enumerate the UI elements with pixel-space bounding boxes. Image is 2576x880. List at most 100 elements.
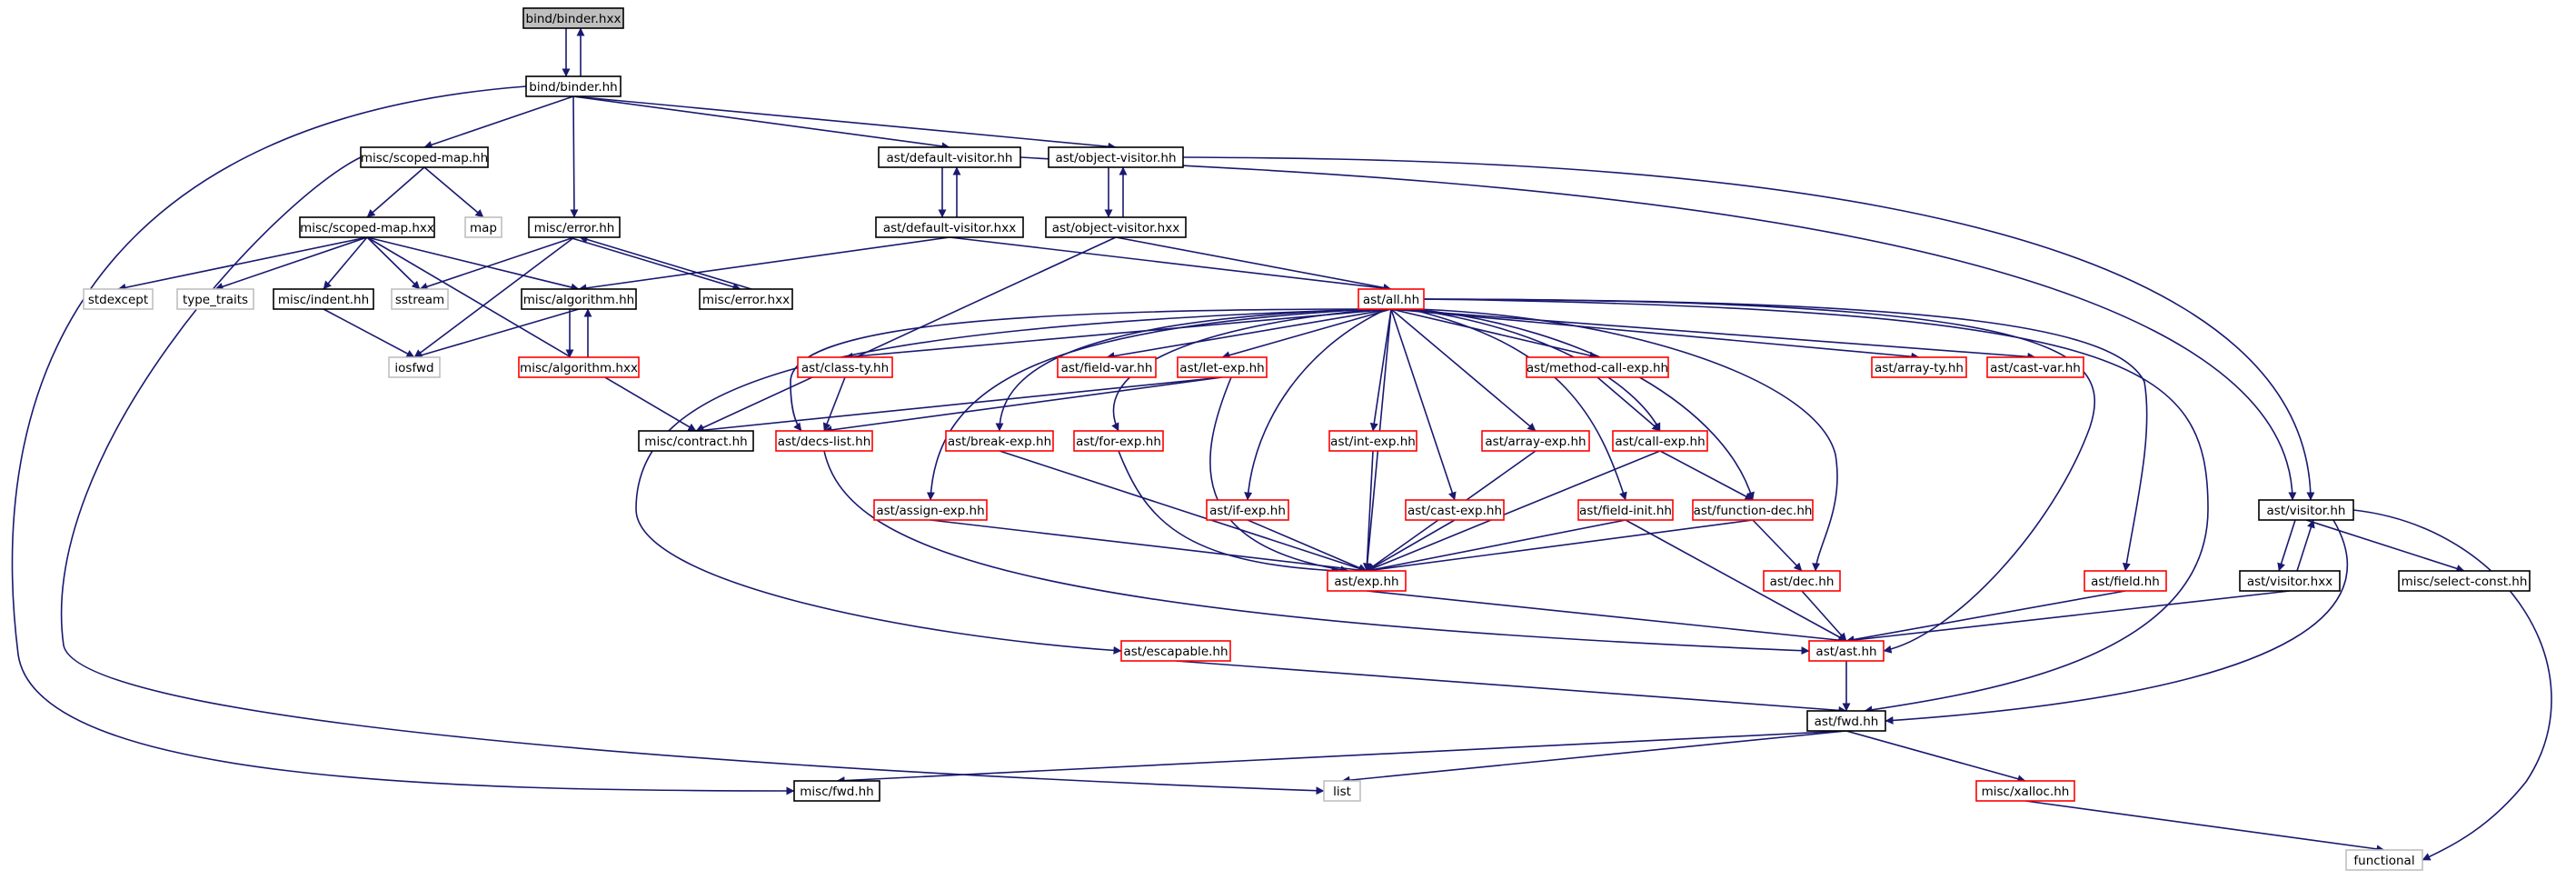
node-bind-binder-hh[interactable]: bind/binder.hh — [525, 75, 622, 97]
node-bind-binder-hxx[interactable]: bind/binder.hxx — [522, 7, 624, 29]
node-ast-dec-hh[interactable]: ast/dec.hh — [1763, 570, 1841, 592]
node-ast-exp-hh[interactable]: ast/exp.hh — [1327, 570, 1407, 592]
node-label: ast/dec.hh — [1770, 575, 1835, 589]
node-misc-xalloc-hh[interactable]: misc/xalloc.hh — [1975, 780, 2075, 802]
node-box — [2258, 499, 2354, 521]
node-label: functional — [2353, 854, 2414, 868]
node-ast-let-exp-hh[interactable]: ast/let-exp.hh — [1177, 356, 1268, 378]
node-ast-object-visitor-hxx[interactable]: ast/object-visitor.hxx — [1045, 216, 1187, 238]
edge-ast-let-exp-hh-to-misc-contract-hh — [695, 376, 1223, 435]
node-ast-ast-hh[interactable]: ast/ast.hh — [1808, 640, 1885, 662]
node-box — [793, 780, 880, 802]
edge-ast-all-hh-to-ast-for-exp-hh — [1111, 308, 1378, 432]
node-box — [945, 430, 1054, 452]
edge-ast-if-exp-hh-to-ast-exp-hh — [1247, 519, 1368, 572]
node-ast-object-visitor-hh[interactable]: ast/object-visitor.hh — [1048, 146, 1184, 168]
edge-ast-field-init-hh-to-ast-ast-hh — [1625, 519, 1847, 642]
edge-ast-all-hh-to-ast-fwd-hh — [1423, 298, 2209, 715]
edge-ast-all-hh-to-ast-field-init-hh — [1408, 308, 1627, 501]
node-label: misc/fwd.hh — [800, 785, 873, 799]
node-box — [1120, 640, 1231, 662]
node-ast-assign-exp-hh[interactable]: ast/assign-exp.hh — [873, 499, 988, 521]
node-box — [775, 430, 873, 452]
node-ast-field-hh[interactable]: ast/field.hh — [2084, 570, 2167, 592]
edge-misc-scoped-map-hh-to-misc-scoped-map-hxx — [366, 166, 425, 218]
node-misc-scoped-map-hxx[interactable]: misc/scoped-map.hxx — [299, 216, 435, 238]
node-box — [699, 288, 793, 310]
node-label: ast/array-ty.hh — [1875, 361, 1964, 375]
node-box — [638, 430, 754, 452]
node-label: ast/fwd.hh — [1815, 715, 1879, 729]
node-label: misc/xalloc.hh — [1982, 785, 2070, 799]
edge-ast-all-hh-to-ast-let-exp-hh — [1221, 308, 1392, 359]
node-label: ast/call-exp.hh — [1615, 435, 1705, 449]
node-ast-field-var-hh[interactable]: ast/field-var.hh — [1057, 356, 1157, 378]
edge-ast-all-hh-to-ast-escapable-hh — [635, 308, 1374, 655]
node-ast-decs-list-hh[interactable]: ast/decs-list.hh — [775, 430, 873, 452]
node-box — [273, 288, 374, 310]
node-misc-algorithm-hxx[interactable]: misc/algorithm.hxx — [518, 356, 640, 378]
node-ast-for-exp-hh[interactable]: ast/for-exp.hh — [1073, 430, 1164, 452]
node-ast-break-exp-hh[interactable]: ast/break-exp.hh — [945, 430, 1054, 452]
node-box — [1327, 570, 1407, 592]
edge-bind-binder-hh-to-ast-object-visitor-hh — [572, 95, 1117, 151]
node-misc-error-hxx[interactable]: misc/error.hxx — [699, 288, 793, 310]
node-ast-fwd-hh[interactable]: ast/fwd.hh — [1806, 710, 1886, 732]
node-ast-escapable-hh[interactable]: ast/escapable.hh — [1120, 640, 1231, 662]
edge-ast-all-hh-to-ast-class-ty-hh — [844, 308, 1392, 361]
node-label: misc/algorithm.hh — [523, 293, 634, 307]
node-label: bind/binder.hh — [529, 80, 617, 95]
edge-ast-function-dec-hh-to-ast-exp-hh — [1366, 519, 1754, 575]
node-misc-fwd-hh[interactable]: misc/fwd.hh — [793, 780, 880, 802]
node-label: stdexcept — [88, 293, 148, 307]
node-ast-all-hh[interactable]: ast/all.hh — [1358, 288, 1425, 310]
node-ast-array-ty-hh[interactable]: ast/array-ty.hh — [1871, 356, 1967, 378]
node-ast-default-visitor-hh[interactable]: ast/default-visitor.hh — [878, 146, 1021, 168]
node-label: ast/cast-var.hh — [1990, 361, 2081, 375]
node-label: ast/method-call-exp.hh — [1527, 361, 1668, 375]
node-ast-call-exp-hh[interactable]: ast/call-exp.hh — [1612, 430, 1708, 452]
edge-ast-all-hh-to-ast-break-exp-hh — [995, 308, 1374, 432]
edge-layer — [11, 27, 2552, 861]
node-label: ast/default-visitor.hh — [887, 151, 1013, 165]
node-map: map — [464, 216, 502, 238]
node-label: misc/contract.hh — [644, 435, 747, 449]
node-ast-array-exp-hh[interactable]: ast/array-exp.hh — [1481, 430, 1590, 452]
node-ast-visitor-hxx[interactable]: ast/visitor.hxx — [2239, 570, 2341, 592]
edge-misc-error-hxx-to-misc-error-hh — [579, 235, 752, 290]
edge-ast-call-exp-hh-to-ast-function-dec-hh — [1659, 450, 1754, 501]
node-ast-if-exp-hh[interactable]: ast/if-exp.hh — [1206, 499, 1289, 521]
node-misc-algorithm-hh[interactable]: misc/algorithm.hh — [521, 288, 637, 310]
node-misc-indent-hh[interactable]: misc/indent.hh — [273, 288, 374, 310]
node-ast-default-visitor-hxx[interactable]: ast/default-visitor.hxx — [875, 216, 1024, 238]
node-misc-select-const-hh[interactable]: misc/select-const.hh — [2398, 570, 2531, 592]
edge-ast-visitor-hh-to-functional — [2352, 509, 2552, 861]
node-misc-error-hh[interactable]: misc/error.hh — [528, 216, 621, 238]
node-box — [2084, 570, 2167, 592]
node-ast-cast-var-hh[interactable]: ast/cast-var.hh — [1986, 356, 2084, 378]
node-box — [1323, 780, 1361, 802]
node-box — [522, 7, 624, 29]
node-box — [388, 356, 441, 378]
edge-ast-all-hh-to-ast-method-call-exp-hh — [1390, 308, 1598, 360]
node-ast-visitor-hh[interactable]: ast/visitor.hh — [2258, 499, 2354, 521]
edge-ast-all-hh-to-ast-int-exp-hh — [1369, 308, 1392, 432]
node-misc-scoped-map-hh[interactable]: misc/scoped-map.hh — [360, 146, 489, 168]
node-sstream: sstream — [391, 288, 449, 310]
node-iosfwd: iosfwd — [388, 356, 441, 378]
node-ast-class-ty-hh[interactable]: ast/class-ty.hh — [797, 356, 893, 378]
node-ast-field-init-hh[interactable]: ast/field-init.hh — [1577, 499, 1674, 521]
node-box — [1806, 710, 1886, 732]
node-misc-contract-hh[interactable]: misc/contract.hh — [638, 430, 754, 452]
node-ast-method-call-exp-hh[interactable]: ast/method-call-exp.hh — [1526, 356, 1669, 378]
node-box — [360, 146, 489, 168]
node-box — [1358, 288, 1425, 310]
node-label: ast/int-exp.hh — [1330, 435, 1416, 449]
node-ast-function-dec-hh[interactable]: ast/function-dec.hh — [1692, 499, 1814, 521]
edge-ast-all-hh-to-ast-field-hh — [1423, 298, 2148, 572]
node-box — [1328, 430, 1417, 452]
node-box — [878, 146, 1021, 168]
node-ast-int-exp-hh[interactable]: ast/int-exp.hh — [1328, 430, 1417, 452]
edge-ast-all-hh-to-ast-dec-hh — [1417, 308, 1838, 572]
node-ast-cast-exp-hh[interactable]: ast/cast-exp.hh — [1405, 499, 1505, 521]
